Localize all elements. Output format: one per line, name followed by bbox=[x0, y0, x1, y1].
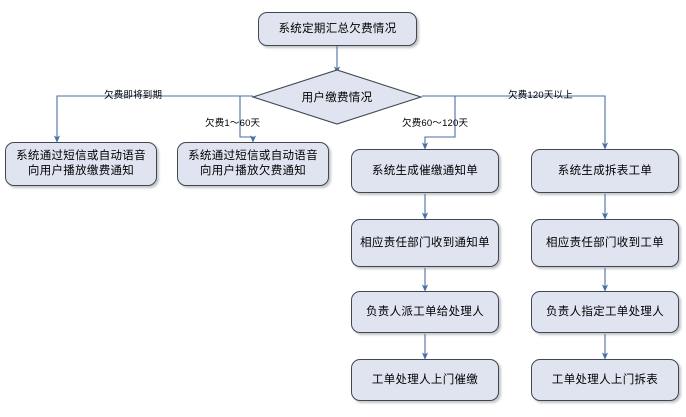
node-col4-4[interactable]: 工单处理人上门拆表 bbox=[531, 359, 679, 401]
node-decision-label: 用户缴费情况 bbox=[301, 92, 373, 104]
node-col2-1-label: 系统通过短信或自动语音向用户播放欠费通知 bbox=[188, 150, 318, 177]
diamond-shape bbox=[251, 69, 423, 125]
node-col3-1-label: 系统生成催缴通知单 bbox=[371, 164, 479, 177]
node-start-label: 系统定期汇总欠费情况 bbox=[278, 22, 397, 35]
node-col3-4[interactable]: 工单处理人上门催缴 bbox=[351, 359, 499, 401]
node-col3-2[interactable]: 相应责任部门收到通知单 bbox=[351, 219, 499, 267]
node-col3-1[interactable]: 系统生成催缴通知单 bbox=[351, 149, 499, 193]
node-col4-3[interactable]: 负责人指定工单处理人 bbox=[531, 291, 679, 333]
edge-120-plus bbox=[422, 95, 609, 150]
node-col3-4-label: 工单处理人上门催缴 bbox=[371, 373, 479, 386]
edge-label-1-60: 欠费1～60天 bbox=[205, 118, 261, 129]
node-decision[interactable]: 用户缴费情况 bbox=[251, 68, 423, 126]
edge-60-120 bbox=[421, 96, 456, 150]
node-col4-1-label: 系统生成拆表工单 bbox=[557, 164, 653, 177]
node-start[interactable]: 系统定期汇总欠费情况 bbox=[258, 12, 417, 46]
edge-label-120-plus: 欠费120天以上 bbox=[508, 90, 573, 101]
node-col4-4-label: 工单处理人上门拆表 bbox=[551, 373, 659, 386]
node-col4-2-label: 相应责任部门收到工单 bbox=[546, 236, 664, 249]
node-col2-1[interactable]: 系统通过短信或自动语音向用户播放欠费通知 bbox=[177, 142, 329, 186]
node-col1-1[interactable]: 系统通过短信或自动语音向用户播放缴费通知 bbox=[5, 142, 157, 186]
node-col4-3-label: 负责人指定工单处理人 bbox=[546, 305, 664, 318]
edge-near-due bbox=[53, 95, 253, 143]
node-col3-2-label: 相应责任部门收到通知单 bbox=[360, 236, 490, 249]
edge-1-60 bbox=[239, 96, 257, 143]
node-col3-3-label: 负责人派工单给处理人 bbox=[366, 305, 484, 318]
node-col4-2[interactable]: 相应责任部门收到工单 bbox=[531, 219, 679, 267]
node-col4-1[interactable]: 系统生成拆表工单 bbox=[531, 149, 679, 193]
edge-label-near-due: 欠费即将到期 bbox=[104, 90, 163, 101]
node-col1-1-label: 系统通过短信或自动语音向用户播放缴费通知 bbox=[16, 150, 146, 177]
node-col3-3[interactable]: 负责人派工单给处理人 bbox=[351, 291, 499, 333]
edge-label-60-120: 欠费60～120天 bbox=[402, 118, 469, 129]
